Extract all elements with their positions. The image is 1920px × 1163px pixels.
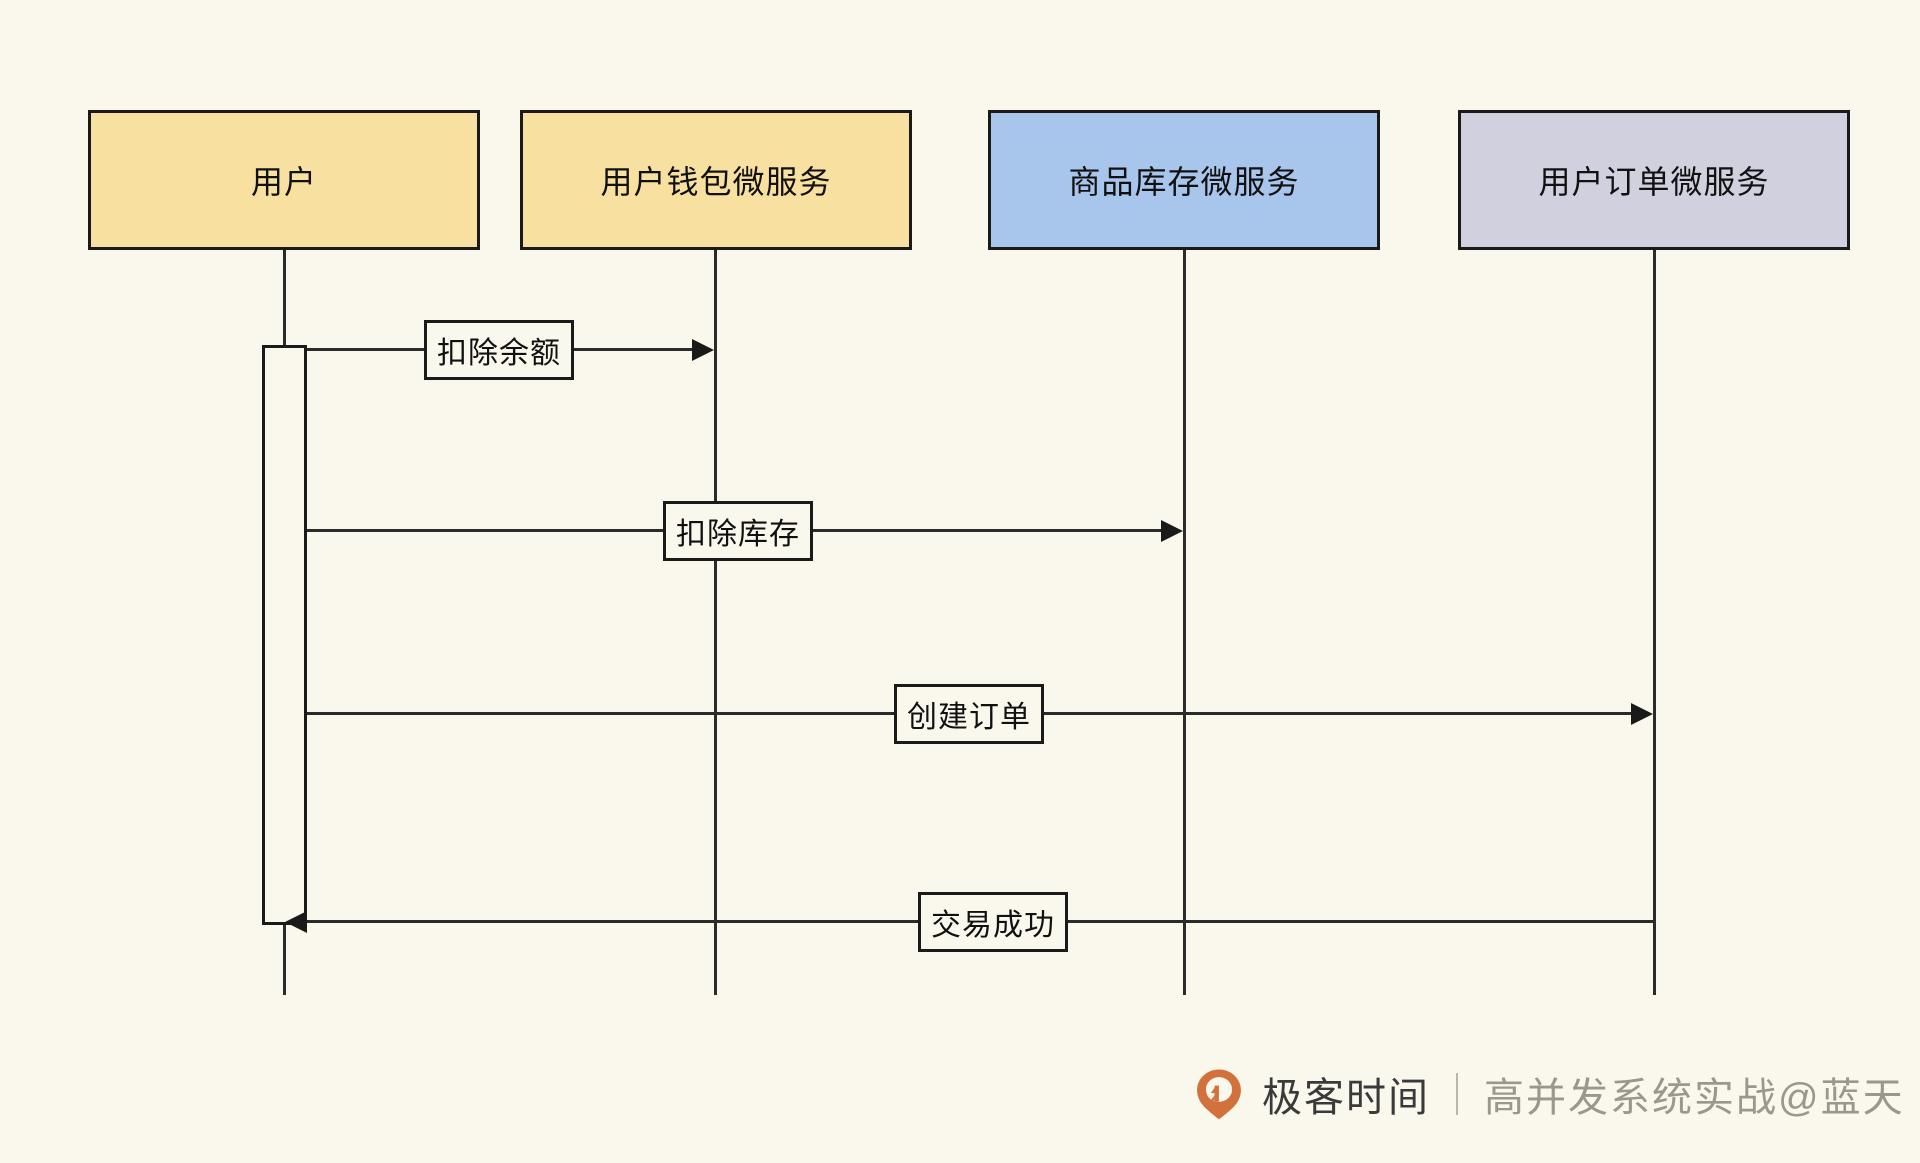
lifeline-wallet bbox=[714, 250, 717, 995]
participant-label-user: 用户 bbox=[250, 164, 317, 200]
message-label-deduct-inventory[interactable]: 扣除库存 bbox=[663, 501, 813, 561]
participant-box-user[interactable]: 用户 bbox=[88, 110, 480, 250]
watermark-divider bbox=[1456, 1073, 1458, 1115]
watermark: 极客时间 高并发系统实战@蓝天 bbox=[1192, 1065, 1905, 1123]
message-arrowhead-transaction-success bbox=[285, 911, 307, 933]
geekbang-logo-icon bbox=[1197, 1069, 1241, 1120]
watermark-subtitle: 高并发系统实战@蓝天 bbox=[1484, 1076, 1905, 1120]
message-label-transaction-success[interactable]: 交易成功 bbox=[918, 892, 1068, 952]
lifeline-inventory bbox=[1183, 250, 1186, 995]
watermark-brand: 极客时间 bbox=[1262, 1076, 1430, 1120]
activation-bar-user bbox=[262, 345, 307, 925]
message-arrowhead-deduct-inventory bbox=[1161, 520, 1183, 542]
message-label-deduct-balance[interactable]: 扣除余额 bbox=[424, 320, 574, 380]
participant-label-wallet: 用户钱包微服务 bbox=[600, 164, 832, 200]
lifeline-order bbox=[1653, 250, 1656, 995]
message-arrowhead-deduct-balance bbox=[692, 339, 714, 361]
participant-label-inventory: 商品库存微服务 bbox=[1068, 164, 1300, 200]
participant-box-order[interactable]: 用户订单微服务 bbox=[1458, 110, 1850, 250]
message-label-create-order[interactable]: 创建订单 bbox=[894, 684, 1044, 744]
participant-box-wallet[interactable]: 用户钱包微服务 bbox=[520, 110, 912, 250]
participant-box-inventory[interactable]: 商品库存微服务 bbox=[988, 110, 1380, 250]
participant-label-order: 用户订单微服务 bbox=[1538, 164, 1770, 200]
message-arrowhead-create-order bbox=[1631, 703, 1653, 725]
